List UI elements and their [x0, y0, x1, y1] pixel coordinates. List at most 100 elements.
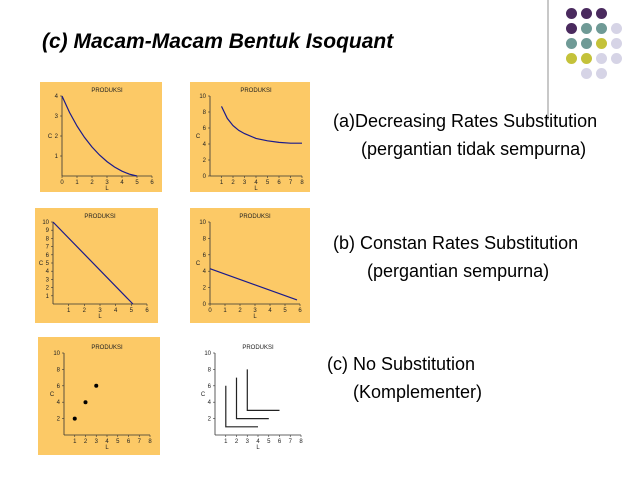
isoquant-line-1	[220, 106, 302, 144]
y-tick-label: 9	[46, 228, 50, 234]
x-axis-label: L	[254, 186, 258, 192]
x-tick-label: 5	[135, 180, 139, 186]
isoquant-line-1	[225, 385, 258, 428]
x-tick-label: 6	[278, 439, 282, 445]
x-tick-label: 2	[84, 439, 88, 445]
x-tick-label: 8	[148, 439, 152, 445]
y-tick-label: 5	[46, 261, 50, 267]
x-tick-label: 1	[224, 439, 228, 445]
x-tick-label: 1	[220, 180, 224, 186]
y-tick-label: 4	[208, 400, 212, 406]
x-tick-label: 0	[60, 180, 64, 186]
x-axis-label: L	[256, 445, 260, 451]
x-axis-label: L	[98, 314, 102, 320]
decor-dot	[596, 8, 607, 19]
data-point	[83, 400, 88, 405]
chart-title: PRODUKSI	[239, 214, 271, 220]
x-tick-label: 2	[238, 308, 242, 314]
decor-dot	[596, 68, 607, 79]
x-tick-label: 1	[75, 180, 79, 186]
y-axis-label: C	[50, 392, 55, 398]
y-tick-label: 0	[203, 302, 207, 308]
x-tick-label: 3	[95, 439, 99, 445]
x-tick-label: 4	[105, 439, 109, 445]
decor-dot	[566, 38, 577, 49]
x-tick-label: 3	[105, 180, 109, 186]
y-tick-label: 6	[203, 253, 207, 259]
x-tick-label: 4	[254, 180, 258, 186]
y-tick-label: 6	[208, 384, 212, 390]
x-tick-label: 6	[145, 308, 149, 314]
description-b-line2: (pergantian sempurna)	[367, 261, 550, 281]
isoquant-line-1	[209, 268, 298, 301]
y-axis-label: C	[196, 134, 201, 140]
isoquant-line-1	[61, 95, 138, 177]
isoquant-line-2	[235, 377, 269, 420]
y-tick-label: 10	[42, 220, 49, 226]
y-tick-label: 7	[46, 245, 50, 251]
y-tick-label: 2	[203, 286, 207, 292]
data-point	[72, 416, 77, 421]
x-tick-label: 6	[150, 180, 154, 186]
y-tick-label: 8	[208, 367, 212, 373]
y-tick-label: 4	[46, 269, 50, 275]
x-tick-label: 1	[73, 439, 77, 445]
slide-title: (c) Macam-Macam Bentuk Isoquant	[42, 30, 394, 53]
y-tick-label: 8	[57, 367, 61, 373]
x-tick-label: 1	[223, 308, 227, 314]
y-tick-label: 10	[199, 94, 206, 100]
x-tick-label: 5	[266, 180, 270, 186]
x-tick-label: 5	[283, 308, 287, 314]
y-tick-label: 2	[46, 286, 50, 292]
decor-dot	[611, 38, 622, 49]
y-tick-label: 10	[204, 351, 211, 357]
description-a: (a)Decreasing Rates Substitution (pergan…	[333, 110, 597, 160]
x-tick-label: 1	[67, 308, 71, 314]
decor-dot	[596, 38, 607, 49]
x-tick-label: 7	[138, 439, 142, 445]
y-tick-label: 1	[55, 154, 59, 160]
decor-dot	[581, 68, 592, 79]
y-tick-label: 3	[46, 277, 50, 283]
y-tick-label: 4	[203, 142, 207, 148]
x-tick-label: 4	[268, 308, 272, 314]
y-tick-label: 3	[55, 114, 59, 120]
x-tick-label: 2	[83, 308, 87, 314]
y-tick-label: 0	[203, 174, 207, 180]
x-tick-label: 2	[235, 439, 239, 445]
x-axis-label: L	[105, 445, 109, 451]
x-tick-label: 3	[246, 439, 250, 445]
chart-title: PRODUKSI	[84, 214, 116, 220]
decor-divider-line	[547, 0, 549, 120]
y-tick-label: 6	[203, 126, 207, 132]
y-tick-label: 8	[203, 110, 207, 116]
y-tick-label: 10	[53, 351, 60, 357]
y-tick-label: 2	[208, 417, 212, 423]
x-tick-label: 5	[116, 439, 120, 445]
x-tick-label: 6	[127, 439, 131, 445]
x-tick-label: 6	[298, 308, 302, 314]
decor-dot	[566, 23, 577, 34]
x-axis-label: L	[253, 314, 257, 320]
description-b-line1: (b) Constan Rates Substitution	[333, 233, 579, 253]
decor-dot	[596, 53, 607, 64]
x-tick-label: 8	[300, 180, 304, 186]
chart-title: PRODUKSI	[240, 88, 272, 94]
y-axis-label: C	[39, 261, 44, 267]
decor-dot	[611, 23, 622, 34]
x-tick-label: 5	[267, 439, 271, 445]
y-tick-label: 4	[203, 269, 207, 275]
x-tick-label: 3	[98, 308, 102, 314]
description-b: (b) Constan Rates Substitution (perganti…	[333, 232, 578, 282]
y-tick-label: 4	[57, 400, 61, 406]
decor-dot	[611, 53, 622, 64]
y-tick-label: 2	[55, 134, 59, 140]
x-tick-label: 0	[208, 308, 212, 314]
